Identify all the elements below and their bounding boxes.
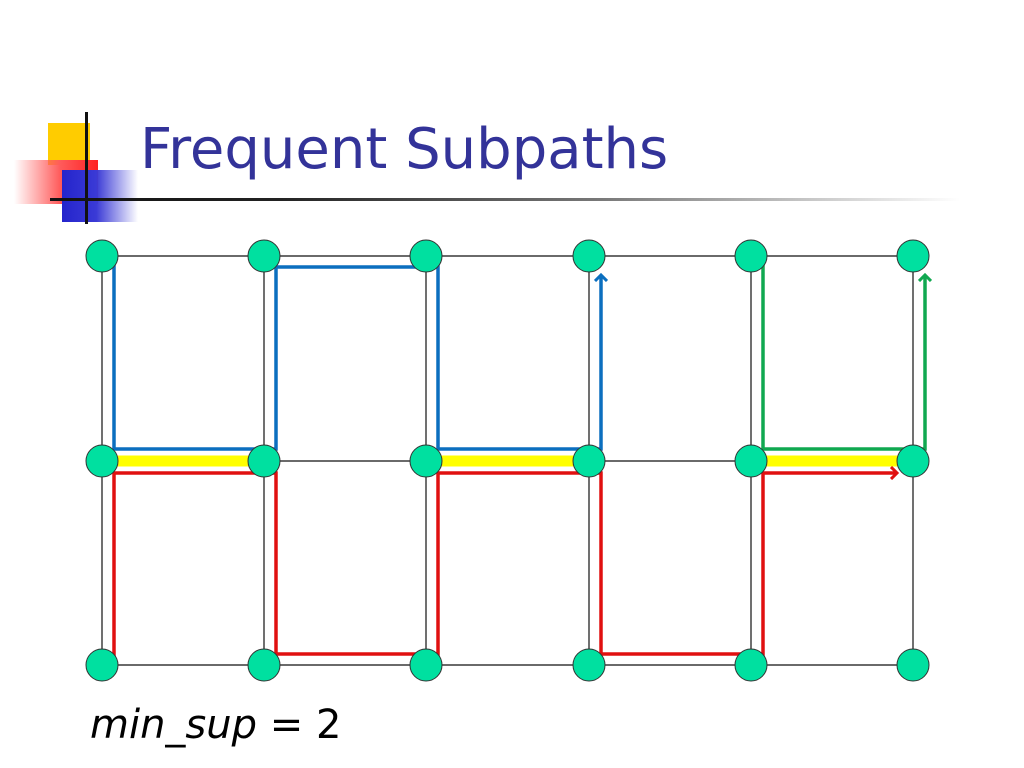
grid-node — [572, 648, 606, 682]
grid-node — [572, 444, 606, 478]
grid-node — [247, 444, 281, 478]
blue-path — [112, 262, 601, 451]
grid-node — [409, 444, 443, 478]
title-ornament-vertical-rule — [85, 112, 88, 224]
min-sup-label: min_sup = 2 — [90, 705, 341, 745]
grid-node — [896, 239, 930, 273]
grid-nodes — [85, 239, 930, 682]
grid-node — [85, 444, 119, 478]
grid-node — [85, 239, 119, 273]
min-sup-variable: min_sup — [90, 702, 258, 748]
green-path — [761, 262, 925, 451]
min-sup-operator: = — [257, 702, 316, 748]
grid-node — [734, 239, 768, 273]
red-path — [112, 473, 897, 660]
grid-node — [734, 444, 768, 478]
grid-node — [409, 239, 443, 273]
grid-node — [572, 239, 606, 273]
grid-node — [896, 648, 930, 682]
grid-node — [896, 444, 930, 478]
min-sup-value: 2 — [315, 702, 342, 748]
grid-node — [85, 648, 119, 682]
slide-title: Frequent Subpaths — [140, 117, 669, 182]
grid-node — [734, 648, 768, 682]
grid-node — [247, 239, 281, 273]
title-ornament-yellow-square — [48, 123, 90, 165]
title-ornament-blue-square — [62, 170, 138, 222]
grid-node — [247, 648, 281, 682]
grid-node — [409, 648, 443, 682]
title-underline-rule — [50, 198, 960, 201]
